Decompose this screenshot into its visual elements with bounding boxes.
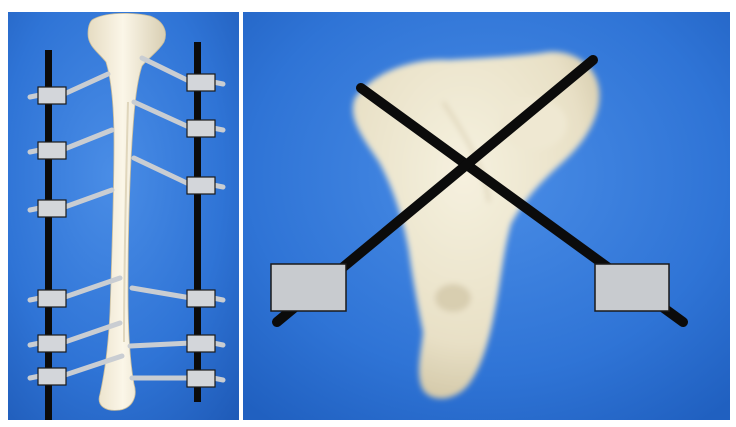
left-clamp-3 xyxy=(38,200,66,217)
cross-section-panel xyxy=(243,12,730,420)
left-clamp-2 xyxy=(38,142,66,159)
right-clamp-5 xyxy=(187,335,215,352)
right-pin-5 xyxy=(130,343,191,346)
cross-clamp-left xyxy=(271,264,346,311)
left-clamp-6 xyxy=(38,368,66,385)
right-clamp-2 xyxy=(187,120,215,137)
left-clamp-5 xyxy=(38,335,66,352)
left-clamp-1 xyxy=(38,87,66,104)
right-clamp-1 xyxy=(187,74,215,91)
right-clamp-4 xyxy=(187,290,215,307)
tibia-frame-panel xyxy=(8,12,239,420)
cross-clamp-right xyxy=(595,264,669,311)
left-frame-bar xyxy=(45,50,52,420)
right-clamp-3 xyxy=(187,177,215,194)
left-clamp-4 xyxy=(38,290,66,307)
right-clamp-6 xyxy=(187,370,215,387)
cross-section-illustration xyxy=(243,12,730,420)
tibia-frame-illustration xyxy=(8,12,239,420)
